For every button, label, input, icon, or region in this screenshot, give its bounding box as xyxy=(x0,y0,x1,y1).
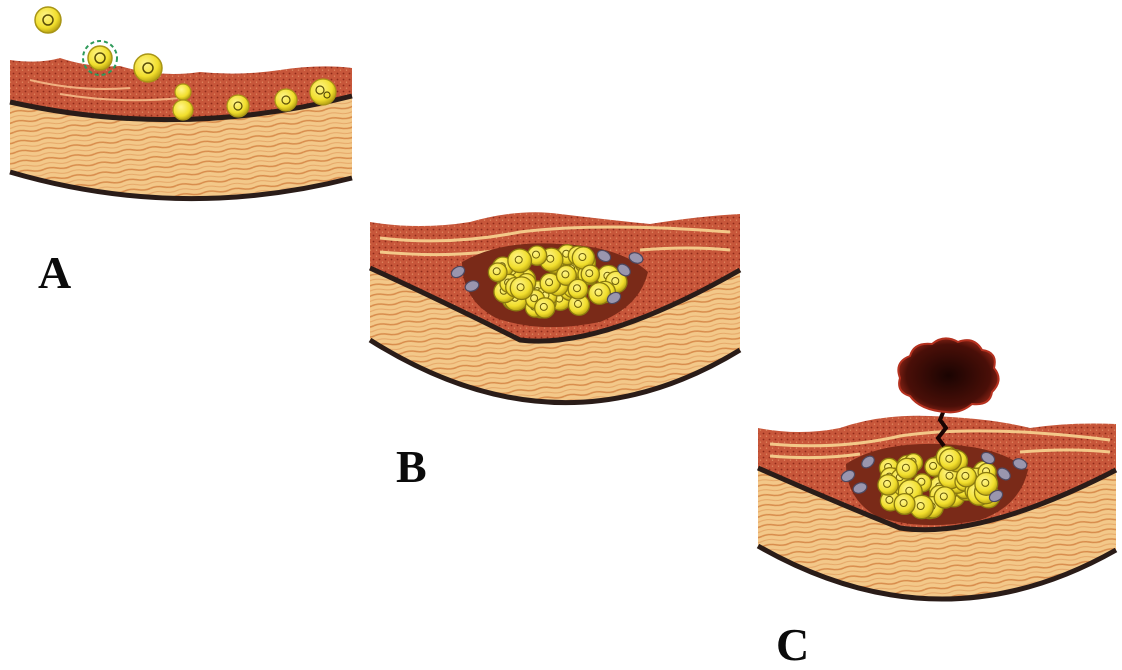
foam-cell xyxy=(568,279,588,299)
panel-label-a: A xyxy=(38,250,71,296)
foam-cell xyxy=(508,249,532,273)
foam-cell xyxy=(310,79,336,105)
foam-cell xyxy=(488,263,507,282)
foam-cell xyxy=(581,265,599,283)
foam-cell xyxy=(894,494,915,515)
foam-cell xyxy=(510,277,533,300)
foam-cell xyxy=(939,449,961,471)
foam-cell xyxy=(878,475,898,495)
monocyte-cell xyxy=(134,54,162,82)
panel-c-thrombus xyxy=(898,338,998,412)
foam-cell xyxy=(957,467,977,487)
panel-b-fatty-plaque xyxy=(370,212,740,402)
foam-cell xyxy=(934,487,955,508)
panel-a-early-lesion xyxy=(10,7,352,199)
panel-c-plaque-rupture-thrombus xyxy=(758,338,1116,599)
panel-label-c: C xyxy=(776,622,809,668)
foam-cell xyxy=(535,298,555,318)
panel-label-b: B xyxy=(396,444,427,490)
foam-cell xyxy=(275,89,297,111)
monocyte-cell xyxy=(35,7,61,33)
foam-cell xyxy=(227,95,249,117)
foam-cell xyxy=(897,458,918,479)
